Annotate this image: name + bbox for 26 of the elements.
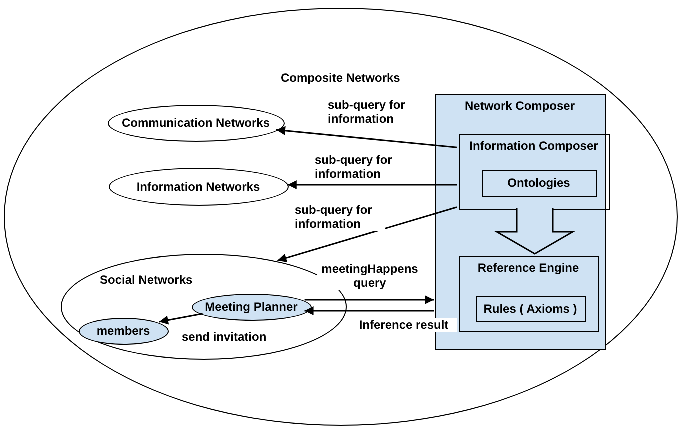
node-label: Rules ( Axioms ) [484,302,578,316]
arrow [277,206,458,263]
module-box [459,134,610,210]
arrow [276,126,458,148]
node-label: Communication Networks [122,116,270,130]
arrow [288,180,457,190]
component-box [476,296,586,322]
component-box [482,170,597,197]
node-label: Reference Engine [478,261,580,275]
node-label: Information Networks [136,180,260,194]
node-label: Meeting Planner [205,300,298,314]
arrow [159,313,203,325]
node-label: Ontologies [508,176,570,190]
node-label: members [96,324,150,338]
ellipse-node [108,105,285,142]
arrow [304,306,434,316]
module-box [459,256,599,332]
ellipse-node [109,168,289,206]
node-label: Composite Networks [281,71,400,85]
block-arrow [494,207,576,255]
node-label: Social Networks [100,273,193,287]
node-label: Network Composer [464,99,576,113]
edge-label: sub-query for information [295,203,385,231]
ellipse-node [79,318,169,345]
arrow [304,296,434,304]
node-label: Information Composer [470,139,598,153]
